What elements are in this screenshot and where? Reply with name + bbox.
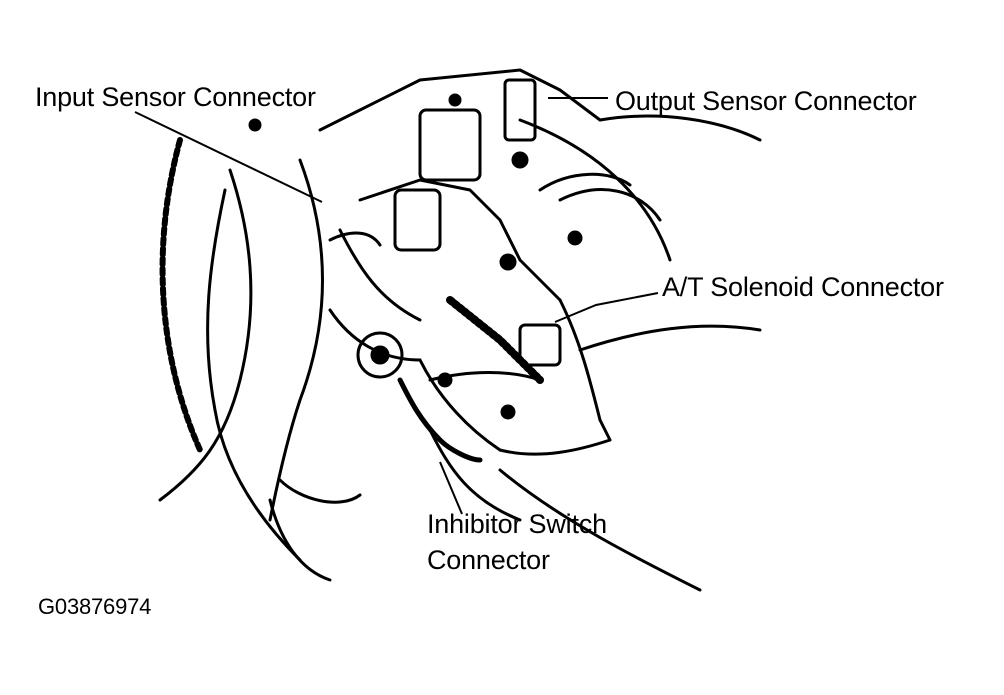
input-sensor-callout (134, 111, 323, 203)
hose-inner-edge (268, 158, 324, 522)
at-solenoid-callout (554, 292, 659, 323)
corrugated-harness (159, 137, 203, 453)
inhibitor-switch-label-line1: Inhibitor Switch (427, 509, 607, 539)
inhibitor-switch-callout (439, 461, 463, 515)
upper-hose (158, 168, 253, 502)
inhibitor-switch-label-line2: Connector (427, 545, 550, 575)
input-sensor-connector-label: Input Sensor Connector (35, 82, 316, 112)
figure-id-label: G03876974 (38, 594, 152, 619)
at-solenoid-connector-label: A/T Solenoid Connector (662, 272, 944, 302)
output-sensor-connector-label: Output Sensor Connector (615, 86, 917, 116)
